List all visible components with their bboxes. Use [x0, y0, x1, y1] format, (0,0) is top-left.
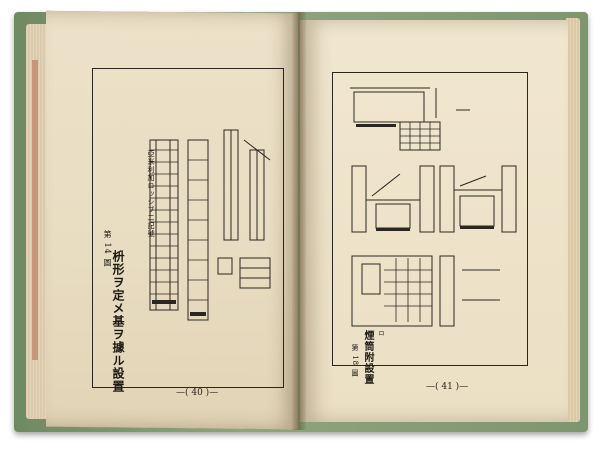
right-figure-caption: 煙筒附設置 [362, 330, 373, 385]
page-stack-right [566, 18, 580, 422]
left-page-number: —( 40 )— [176, 388, 219, 398]
right-figure-subcaption: ロ [377, 330, 384, 337]
right-figure-frame [332, 72, 528, 366]
left-figure-subcaption: 亞米利加ロッシブ二記號 [147, 150, 155, 238]
book-gutter [292, 12, 306, 430]
left-figure-caption: 枡形ヲ定メ基ヲ據ル設置 [111, 250, 125, 393]
red-page-edge [32, 60, 38, 360]
right-page-number: —( 41 )— [426, 382, 469, 392]
left-figure-label: 第 14 圖 [103, 230, 112, 268]
right-figure-label: 第 18 圖 [351, 344, 359, 378]
left-figure-frame [92, 68, 284, 388]
